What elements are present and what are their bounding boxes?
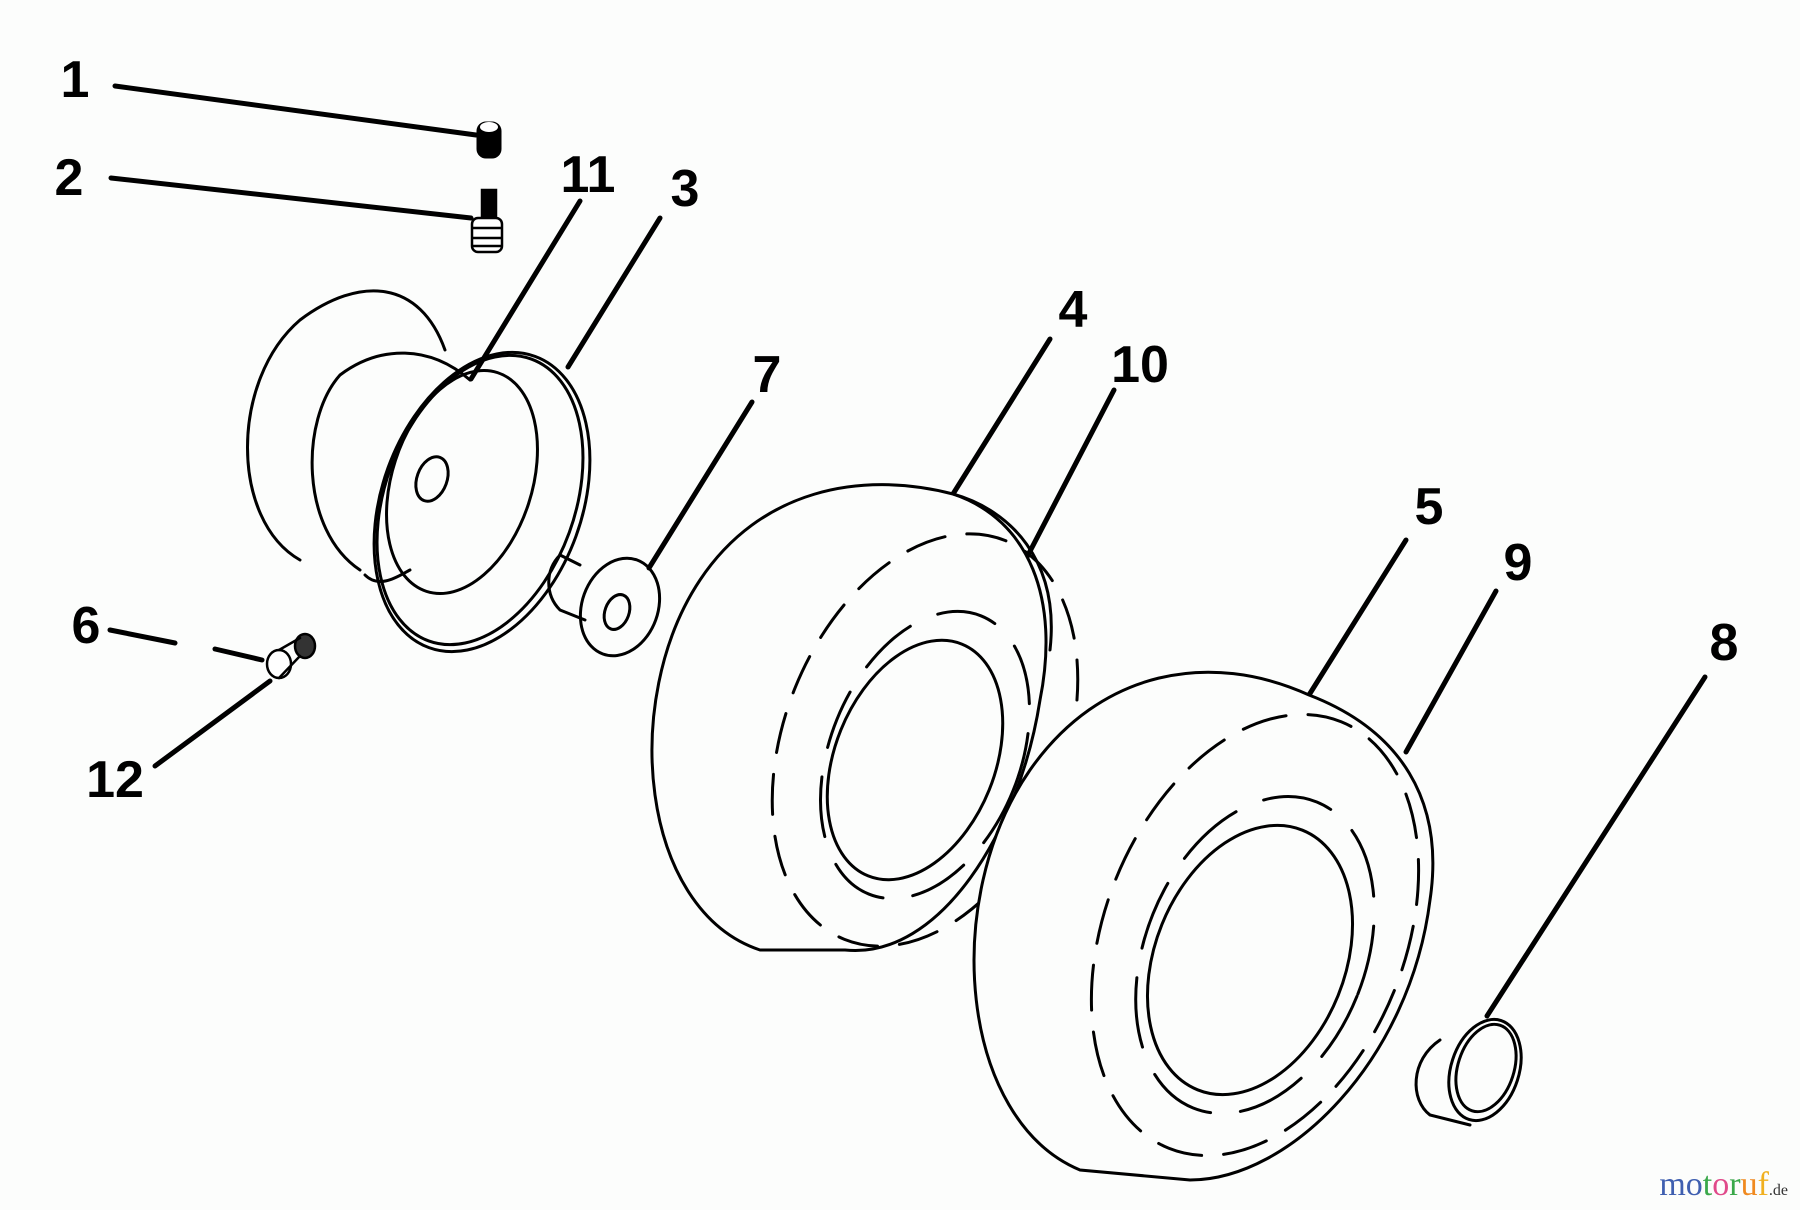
valve-cap-icon: [476, 121, 502, 159]
callout-11: 11: [560, 146, 616, 204]
wm-letter: t: [1702, 1166, 1713, 1203]
bushing-icon: [547, 553, 662, 658]
grease-fitting-icon: [265, 632, 317, 680]
callout-8: 8: [1709, 614, 1739, 672]
callout-12: 12: [86, 751, 144, 809]
valve-stem-icon: [470, 188, 504, 254]
wm-suffix: .de: [1768, 1182, 1788, 1199]
wm-letter: f: [1757, 1166, 1769, 1203]
wm-letter: o: [1712, 1166, 1730, 1203]
callout-4: 4: [1058, 281, 1088, 339]
callout-6: 6: [71, 597, 101, 655]
wm-letter: r: [1729, 1166, 1741, 1203]
rim-icon: [246, 289, 592, 654]
tire-rear-icon: [972, 670, 1435, 1182]
wm-letter: u: [1740, 1166, 1758, 1203]
watermark-logo: motoruf.de: [1659, 1166, 1788, 1204]
wm-letter: m: [1659, 1166, 1686, 1203]
callout-1: 1: [60, 51, 90, 109]
callout-9: 9: [1503, 534, 1533, 592]
callout-5: 5: [1414, 478, 1444, 536]
hub-cap-icon: [1414, 1017, 1523, 1127]
leader-lines: [107, 83, 1708, 1019]
callout-2: 2: [54, 149, 84, 207]
callout-10: 10: [1111, 336, 1169, 394]
wm-letter: o: [1685, 1166, 1703, 1203]
callout-7: 7: [752, 346, 782, 404]
callout-3: 3: [670, 160, 700, 218]
